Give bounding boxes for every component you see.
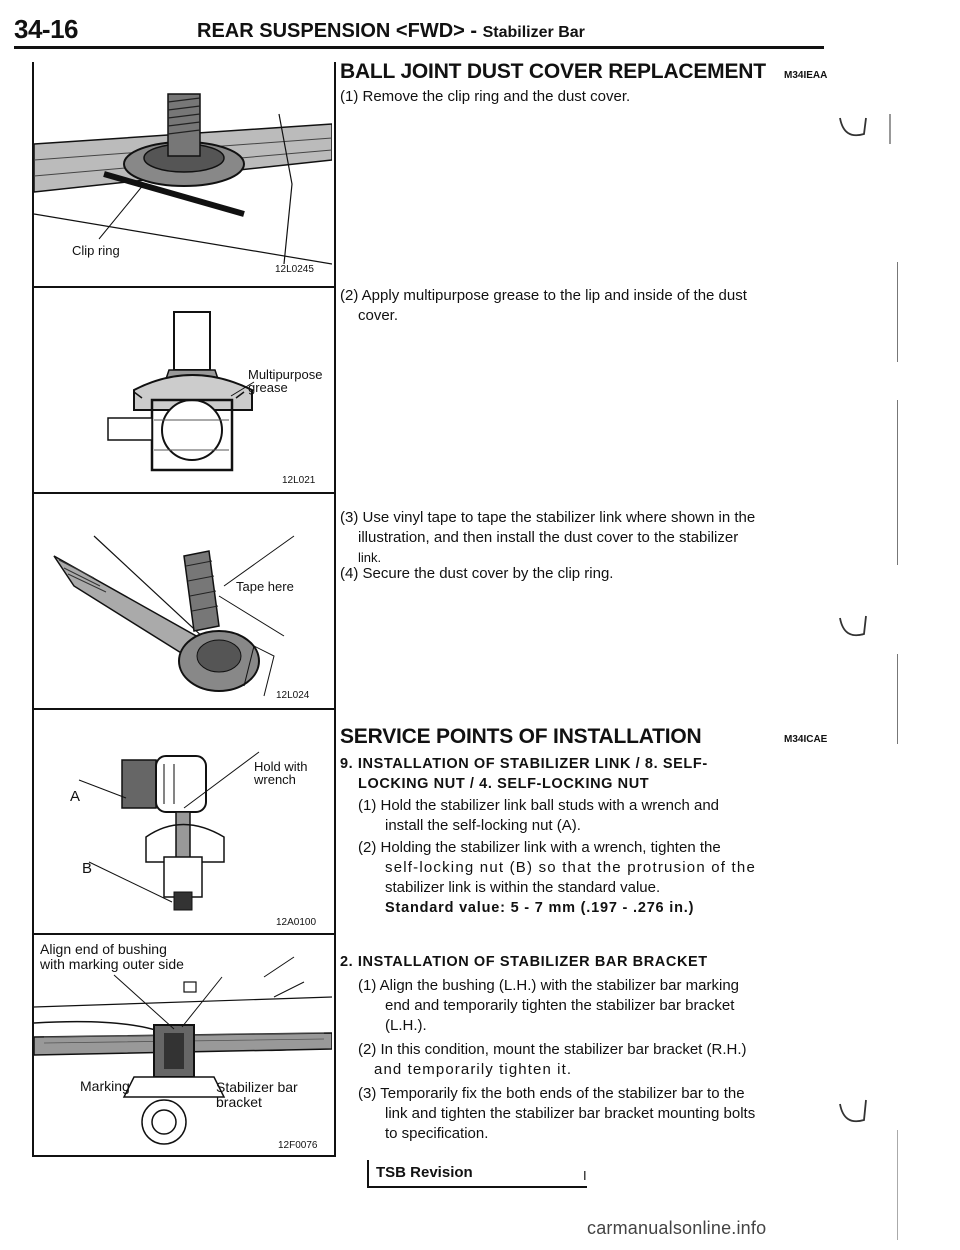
step-remove-clip-ring: (1) Remove the clip ring and the dust co… bbox=[340, 88, 631, 105]
step-apply-grease-line2: cover. bbox=[358, 307, 399, 324]
figure-code: 12A0100 bbox=[276, 917, 317, 928]
item-2-step-1-line2: end and temporarily tighten the stabiliz… bbox=[385, 997, 735, 1014]
figure-tape-illustration bbox=[34, 496, 332, 706]
step-apply-grease: (2) Apply multipurpose grease to the lip… bbox=[340, 286, 830, 326]
tsb-revision-label: TSB Revision bbox=[376, 1164, 473, 1181]
item-9-title-line1: 9. INSTALLATION OF STABILIZER LINK / 8. … bbox=[340, 756, 708, 772]
item-2-step-2-line1: (2) In this condition, mount the stabili… bbox=[358, 1041, 747, 1058]
section-code: M34IEAA bbox=[784, 70, 828, 81]
binder-hole-mark bbox=[839, 1099, 867, 1123]
item-2-step-3-line1: (3) Temporarily fix the both ends of the… bbox=[358, 1085, 745, 1102]
step-apply-grease-line1: (2) Apply multipurpose grease to the lip… bbox=[340, 287, 747, 304]
item-9-title: 9. INSTALLATION OF STABILIZER LINK / 8. … bbox=[340, 754, 835, 794]
item-2-step-2-line2: and temporarily tighten it. bbox=[374, 1061, 573, 1078]
wrench-label-line2: wrench bbox=[254, 772, 296, 787]
figure-clip-ring-illustration bbox=[34, 64, 332, 284]
item-2-step-3-line3: to specification. bbox=[385, 1125, 489, 1142]
item-2-step-1: (1) Align the bushing (L.H.) with the st… bbox=[358, 976, 828, 1036]
figure-code: 12F0076 bbox=[278, 1140, 318, 1151]
figure-code: 12L024 bbox=[276, 690, 310, 701]
section-title-service-points: SERVICE POINTS OF INSTALLATION bbox=[340, 725, 702, 748]
figure-callout-align: Align end of bushing with marking outer … bbox=[40, 942, 184, 972]
item-9-step-1-line2: install the self-locking nut (A). bbox=[385, 817, 581, 834]
standard-value: Standard value: 5 - 7 mm (.197 - .276 in… bbox=[385, 900, 695, 916]
section-title-dust-cover: BALL JOINT DUST COVER REPLACEMENT bbox=[340, 60, 766, 83]
item-2-title: 2. INSTALLATION OF STABILIZER BAR BRACKE… bbox=[340, 954, 708, 970]
item-9-step-2-line2: self-locking nut (B) so that the protrus… bbox=[385, 859, 756, 876]
item-2-step-1-line1: (1) Align the bushing (L.H.) with the st… bbox=[358, 977, 740, 994]
footer-box bbox=[367, 1160, 587, 1188]
item-9-step-2-line3: stabilizer link is within the standard v… bbox=[385, 879, 661, 896]
item-2-step-3: (3) Temporarily fix the both ends of the… bbox=[358, 1084, 828, 1144]
figure-divider bbox=[32, 492, 334, 494]
figure-code: 12L0245 bbox=[275, 264, 314, 275]
step-tape-link-line1: (3) Use vinyl tape to tape the stabilize… bbox=[340, 509, 756, 526]
figure-callout-a: A bbox=[70, 788, 81, 805]
margin-line bbox=[897, 1130, 898, 1240]
grease-label-line2: grease bbox=[248, 380, 288, 395]
figure-grease-illustration bbox=[34, 290, 332, 490]
figure-callout-stabilizer-bracket: Stabilizer bar bracket bbox=[216, 1080, 298, 1110]
stabilizer-label-line2: bracket bbox=[216, 1094, 262, 1110]
align-label-line1: Align end of bushing bbox=[40, 941, 167, 957]
figure-bracket-illustration bbox=[34, 937, 332, 1153]
figure-callout-grease: Multipurpose grease bbox=[248, 368, 328, 394]
wrench-label-line1: Hold with bbox=[254, 759, 308, 774]
item-9-title-line2: LOCKING NUT / 4. SELF-LOCKING NUT bbox=[358, 776, 650, 792]
section-code: M34ICAE bbox=[784, 734, 828, 745]
align-label-line2: with marking outer side bbox=[40, 956, 184, 972]
margin-line bbox=[897, 400, 898, 565]
figure-callout-wrench: Hold with wrench bbox=[254, 760, 334, 786]
step-secure-clip-ring: (4) Secure the dust cover by the clip ri… bbox=[340, 565, 614, 582]
stabilizer-label-line1: Stabilizer bar bbox=[216, 1079, 298, 1095]
item-2-step-3-line2: link and tighten the stabilizer bar brac… bbox=[385, 1105, 756, 1122]
margin-line bbox=[897, 262, 898, 362]
figure-divider bbox=[32, 1155, 334, 1157]
page-header-title: REAR SUSPENSION <FWD> - Stabilizer Bar bbox=[197, 20, 585, 43]
figure-divider bbox=[32, 708, 334, 710]
page-number: 34-16 bbox=[14, 14, 79, 44]
item-2-step-1-line3: (L.H.). bbox=[385, 1017, 427, 1034]
binder-hole-mark bbox=[839, 615, 867, 637]
margin-line bbox=[897, 654, 898, 744]
tsb-revision-bar: I bbox=[583, 1168, 587, 1183]
item-9-step-1: (1) Hold the stabilizer link ball studs … bbox=[358, 796, 828, 836]
figure-callout-clip-ring: Clip ring bbox=[72, 243, 120, 258]
step-tape-link-line3: link. bbox=[358, 550, 382, 565]
figure-callout-marking: Marking bbox=[80, 1078, 130, 1094]
header-title-text: REAR SUSPENSION <FWD> - bbox=[197, 20, 478, 42]
item-2-step-2: (2) In this condition, mount the stabili… bbox=[358, 1040, 828, 1080]
watermark-text: carmanualsonline.info bbox=[587, 1218, 767, 1238]
item-9-step-2: (2) Holding the stabilizer link with a w… bbox=[358, 838, 828, 898]
grease-label-line1: Multipurpose bbox=[248, 367, 323, 382]
figure-wrench-illustration bbox=[34, 712, 332, 932]
item-9-step-1-line1: (1) Hold the stabilizer link ball studs … bbox=[358, 797, 720, 814]
step-tape-link: (3) Use vinyl tape to tape the stabilize… bbox=[340, 508, 830, 568]
header-subtitle: Stabilizer Bar bbox=[482, 24, 585, 41]
item-9-step-2-line1: (2) Holding the stabilizer link with a w… bbox=[358, 839, 721, 856]
figure-callout-tape: Tape here bbox=[236, 579, 294, 594]
figure-column bbox=[32, 62, 336, 1157]
step-tape-link-line2: illustration, and then install the dust … bbox=[358, 529, 739, 546]
figure-divider bbox=[32, 933, 334, 935]
header-rule bbox=[14, 46, 824, 49]
figure-code: 12L021 bbox=[282, 475, 316, 486]
figure-callout-b: B bbox=[82, 860, 93, 877]
figure-divider bbox=[32, 286, 334, 288]
binder-hole-mark bbox=[839, 114, 891, 144]
